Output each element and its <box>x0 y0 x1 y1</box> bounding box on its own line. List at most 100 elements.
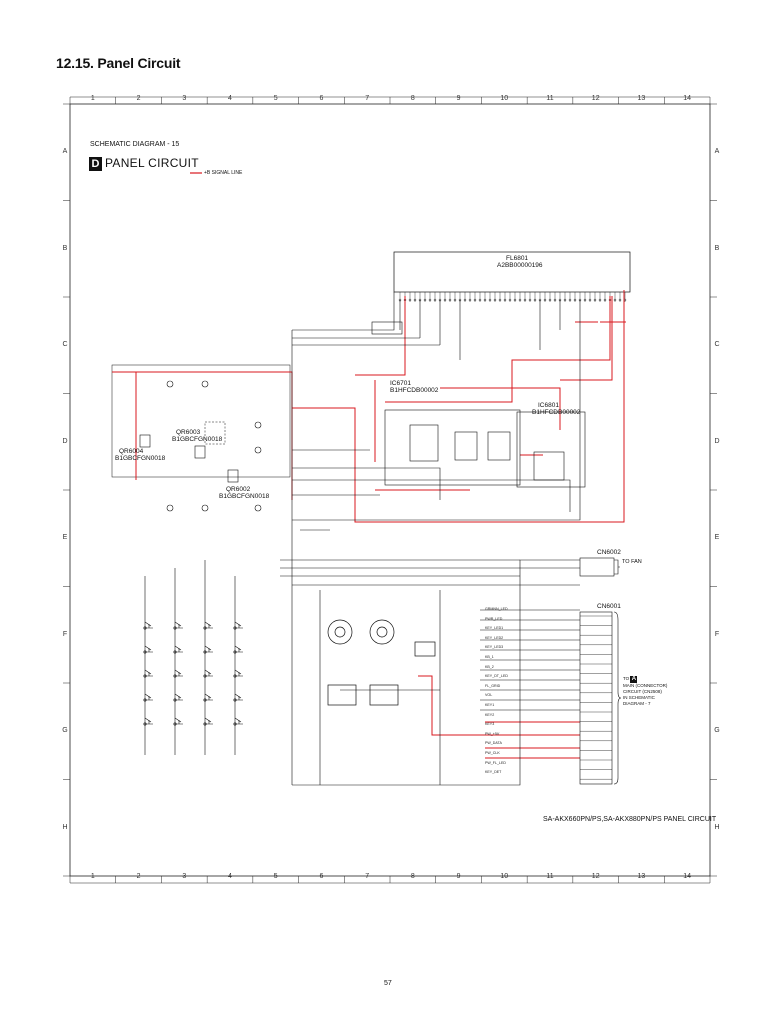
column-number-bottom: 8 <box>410 873 415 880</box>
cn6001-label: CN6001 <box>597 603 621 610</box>
to-prefix: TO <box>623 676 630 681</box>
column-number-bottom: 7 <box>365 873 370 880</box>
pin-label: PW_FL_LED <box>485 760 506 765</box>
model-title: SA-AKX660PN/PS,SA-AKX880PN/PS PANEL CIRC… <box>543 816 717 823</box>
row-letter-left: D <box>62 437 68 445</box>
fl-display-outline <box>393 251 631 293</box>
pin-label: PW_CLK <box>485 751 500 755</box>
page-title: 12.15. Panel Circuit <box>56 55 181 71</box>
circuit-letter-badge: D <box>89 157 102 171</box>
column-number-top: 13 <box>637 95 646 102</box>
column-number-bottom: 13 <box>637 873 646 880</box>
ic6701-code: B1HFCDB00002 <box>390 387 439 394</box>
ic6801-outline <box>516 411 586 488</box>
pin-label: KEY_DT_LED <box>485 674 508 679</box>
row-letter-right: D <box>714 437 720 445</box>
to-line-3: IN SCHEMATIC <box>623 695 655 700</box>
column-number-bottom: 2 <box>136 873 141 880</box>
diagram-label: SCHEMATIC DIAGRAM - 15 <box>90 141 180 148</box>
column-number-top: 4 <box>228 95 232 102</box>
qr6004-code: B1GBCFGN0018 <box>115 455 166 462</box>
column-number-bottom: 10 <box>500 873 509 880</box>
column-number-top: 12 <box>591 95 600 102</box>
cn6002-label: CN6002 <box>597 549 621 556</box>
cn6001-outline <box>579 611 613 785</box>
legend-text: +B SIGNAL LINE <box>204 170 243 176</box>
qr6003-code: B1GBCFGN0018 <box>172 436 223 443</box>
to-line-1: MAIN (CONNECTOR) <box>623 683 668 688</box>
row-letter-right: G <box>714 727 720 735</box>
to-line-2: CIRCUIT (CN2508) <box>623 689 662 694</box>
pin-label: VOL <box>485 693 493 698</box>
pin-label: FL_GRID <box>485 683 501 688</box>
pin-label: KEY_LED3 <box>485 645 504 650</box>
column-number-bottom: 9 <box>456 873 461 880</box>
row-letter-left: A <box>62 148 68 156</box>
qr6004-ref: QR6004 <box>119 448 144 455</box>
row-letter-right: C <box>714 341 720 349</box>
row-letter-left: E <box>62 534 68 542</box>
column-number-top: 11 <box>546 95 554 102</box>
column-number-top: 10 <box>500 95 509 102</box>
ic6801-ref: IC6801 <box>538 402 559 409</box>
ic6801-code: B1HFCDB00002 <box>532 409 581 416</box>
pin-label: KEY_LED2 <box>485 635 504 640</box>
page-number: 57 <box>384 980 392 987</box>
column-number-bottom: 11 <box>546 873 554 880</box>
pin-label: KEY1 <box>485 703 495 707</box>
red-signal-lines <box>112 290 626 759</box>
column-number-top: 2 <box>136 95 141 102</box>
pin-label: PWR_LED <box>485 616 503 621</box>
column-number-bottom: 4 <box>228 873 232 880</box>
column-number-bottom: 5 <box>273 873 278 880</box>
column-number-top: 7 <box>365 95 370 102</box>
qr6003-ref: QR6003 <box>176 429 201 436</box>
pin-label: KEY_LED1 <box>485 626 504 631</box>
transistor-block <box>111 364 291 478</box>
pin-label: KEY_DET <box>485 770 502 775</box>
column-number-top: 3 <box>182 95 187 102</box>
column-number-bottom: 14 <box>683 873 692 880</box>
row-letter-left: F <box>62 630 68 638</box>
to-letter-badge: A <box>630 676 638 683</box>
column-number-top: 9 <box>456 95 461 102</box>
row-letter-left: G <box>62 727 68 735</box>
ic6701-ref: IC6701 <box>390 380 411 387</box>
qr6002-code: B1GBCFGN0018 <box>219 493 270 500</box>
row-letter-right: B <box>714 244 720 252</box>
row-letter-left: C <box>62 341 68 349</box>
pin-label: PW_+5V <box>485 731 500 736</box>
qr6002-ref: QR6002 <box>226 486 251 493</box>
fl6801-ref: FL6801 <box>506 255 529 262</box>
row-letter-left: H <box>62 823 68 831</box>
row-letter-left: B <box>62 244 68 252</box>
pin-label: KB_2 <box>485 664 494 669</box>
ic6701-outline <box>384 409 521 486</box>
column-number-top: 1 <box>90 95 95 102</box>
column-number-bottom: 1 <box>90 873 95 880</box>
pin-label: PW_DATA <box>485 741 502 746</box>
circuit-name: PANEL CIRCUIT <box>105 156 199 170</box>
black-wiring <box>144 292 581 786</box>
fl6801-code: A2BB00000196 <box>497 262 543 269</box>
pin-label: GRMNN_LED <box>485 607 508 611</box>
column-number-top: 6 <box>319 95 324 102</box>
encoders <box>327 619 436 706</box>
column-number-top: 14 <box>683 95 692 102</box>
column-number-top: 5 <box>273 95 278 102</box>
pin-label: KEY3 <box>485 722 495 727</box>
pin-label: KEY2 <box>485 712 495 717</box>
pin-label: KB_1 <box>485 655 494 659</box>
row-letter-right: H <box>714 823 720 831</box>
main-connector-reference: TO A MAIN (CONNECTOR) CIRCUIT (CN2508) I… <box>623 676 667 707</box>
row-letter-right: F <box>714 630 720 638</box>
column-number-bottom: 3 <box>182 873 187 880</box>
row-letter-right: E <box>714 534 720 542</box>
to-fan-label: TO FAN <box>622 559 642 565</box>
column-number-bottom: 12 <box>591 873 600 880</box>
cn6002-outline <box>579 557 615 577</box>
to-line-4: DIAGRAM - 7 <box>623 701 651 706</box>
column-number-top: 8 <box>410 95 415 102</box>
row-letter-right: A <box>714 148 720 156</box>
